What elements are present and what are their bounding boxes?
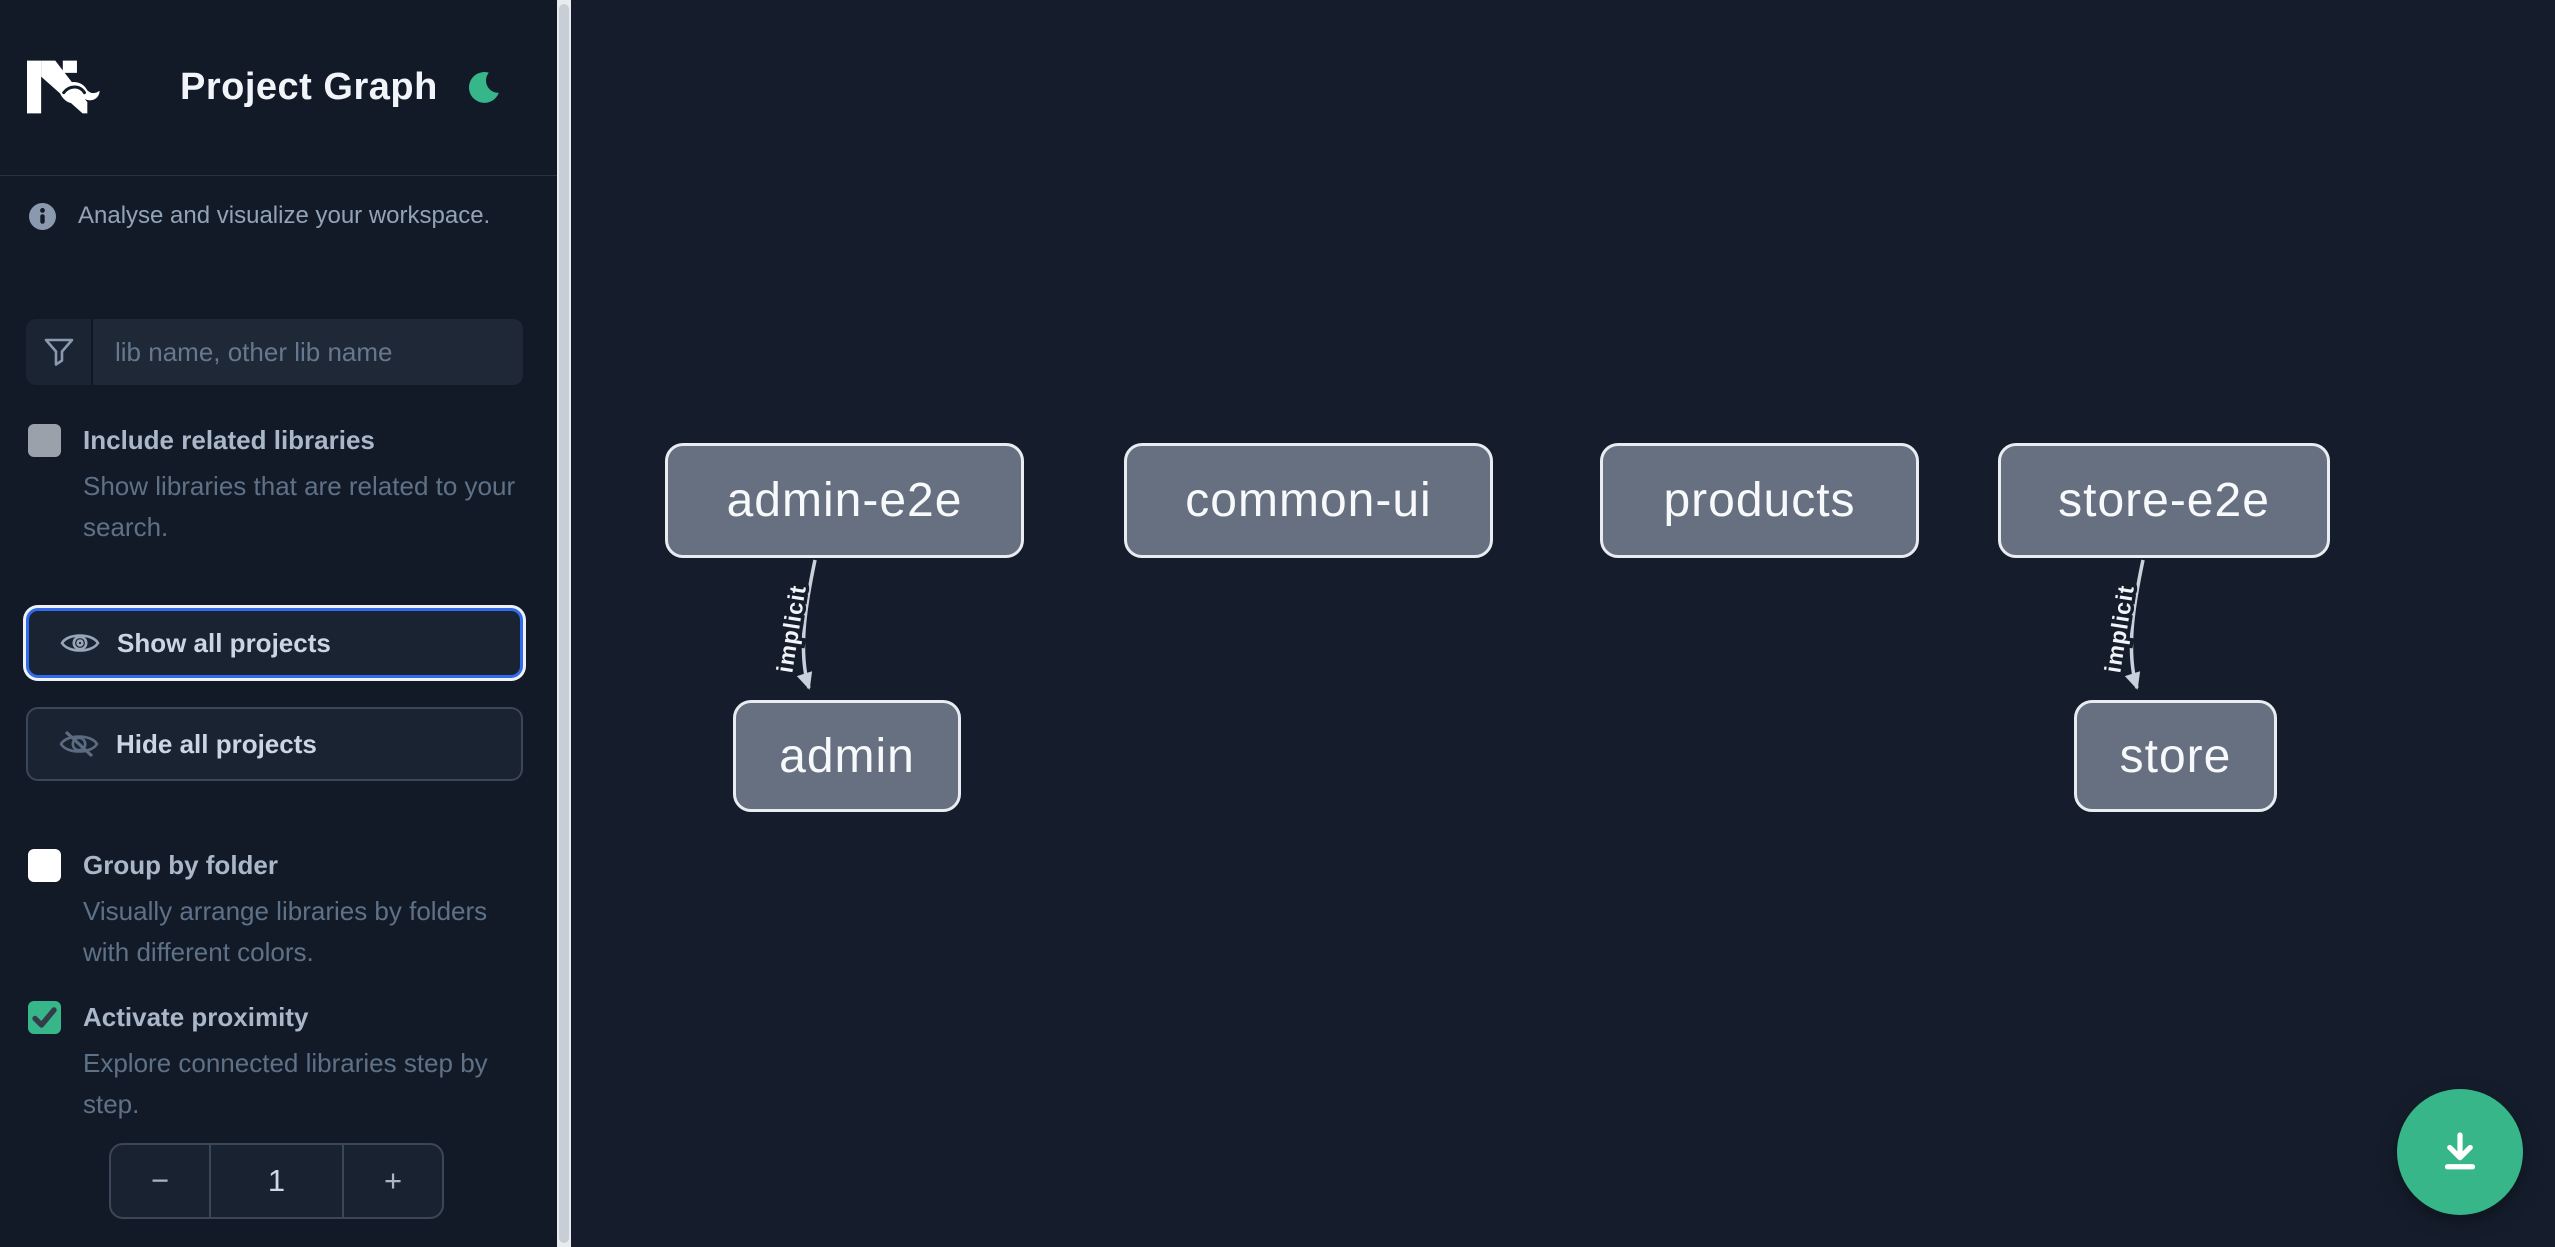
download-image-button[interactable] <box>2397 1089 2523 1215</box>
graph-node-admin-e2e[interactable]: admin-e2e <box>665 443 1024 558</box>
option-label: Group by folder <box>83 850 278 880</box>
show-all-projects-button[interactable]: Show all projects <box>26 608 523 678</box>
decrement-button[interactable]: − <box>111 1145 209 1217</box>
page-title: Project Graph <box>180 66 438 108</box>
option-label: Activate proximity <box>83 1002 309 1032</box>
download-icon <box>2444 1132 2476 1170</box>
graph-node-common-ui[interactable]: common-ui <box>1124 443 1493 558</box>
option-include-related: Include related libraries Show libraries… <box>28 424 523 548</box>
scrollbar-thumb[interactable] <box>559 4 569 1243</box>
graph-canvas[interactable]: implicit implicit admin-e2e common-ui pr… <box>571 0 2555 1247</box>
theme-toggle-button[interactable] <box>462 68 504 110</box>
eye-icon <box>60 634 100 652</box>
checkbox-include-related[interactable] <box>28 424 61 457</box>
sidebar-scrollbar <box>557 0 571 1247</box>
info-icon <box>29 202 56 230</box>
workspace-info: Analyse and visualize your workspace. <box>29 202 490 230</box>
hide-all-projects-button[interactable]: Hide all projects <box>26 707 523 781</box>
button-label: Show all projects <box>117 627 331 658</box>
check-icon <box>32 1007 57 1028</box>
eye-off-icon <box>59 730 99 758</box>
search-bar <box>26 319 523 385</box>
stepper-value: 1 <box>209 1145 344 1217</box>
button-label: Hide all projects <box>116 728 317 759</box>
graph-edges: implicit implicit <box>768 559 2145 690</box>
proximity-stepper: − 1 + <box>109 1143 444 1219</box>
funnel-icon <box>44 338 73 366</box>
increment-button[interactable]: + <box>344 1145 442 1217</box>
edge-admin-e2e-admin <box>796 559 817 690</box>
moon-icon <box>468 71 499 103</box>
graph-node-store[interactable]: store <box>2074 700 2277 812</box>
checkbox-activate-proximity[interactable] <box>28 1001 61 1034</box>
checkbox-group-by-folder[interactable] <box>28 849 61 882</box>
edge-store-e2e-store <box>2124 559 2145 690</box>
option-description: Visually arrange libraries by folders wi… <box>83 896 488 967</box>
nx-logo <box>27 60 100 114</box>
option-group-by-folder: Group by folder Visually arrange librari… <box>28 849 523 973</box>
graph-node-admin[interactable]: admin <box>733 700 961 812</box>
search-input[interactable] <box>93 319 523 385</box>
sidebar: Project Graph Analyse and visualize your… <box>0 0 557 1247</box>
option-description: Explore connected libraries step by step… <box>83 1048 488 1119</box>
tagline-text: Analyse and visualize your workspace. <box>78 202 491 229</box>
filter-icon-cell <box>26 319 93 385</box>
sidebar-header: Project Graph <box>0 0 557 176</box>
option-description: Show libraries that are related to your … <box>83 471 516 542</box>
graph-node-products[interactable]: products <box>1600 443 1919 558</box>
option-label: Include related libraries <box>83 425 375 455</box>
graph-node-store-e2e[interactable]: store-e2e <box>1998 443 2330 558</box>
option-activate-proximity: Activate proximity Explore connected lib… <box>28 1001 488 1125</box>
